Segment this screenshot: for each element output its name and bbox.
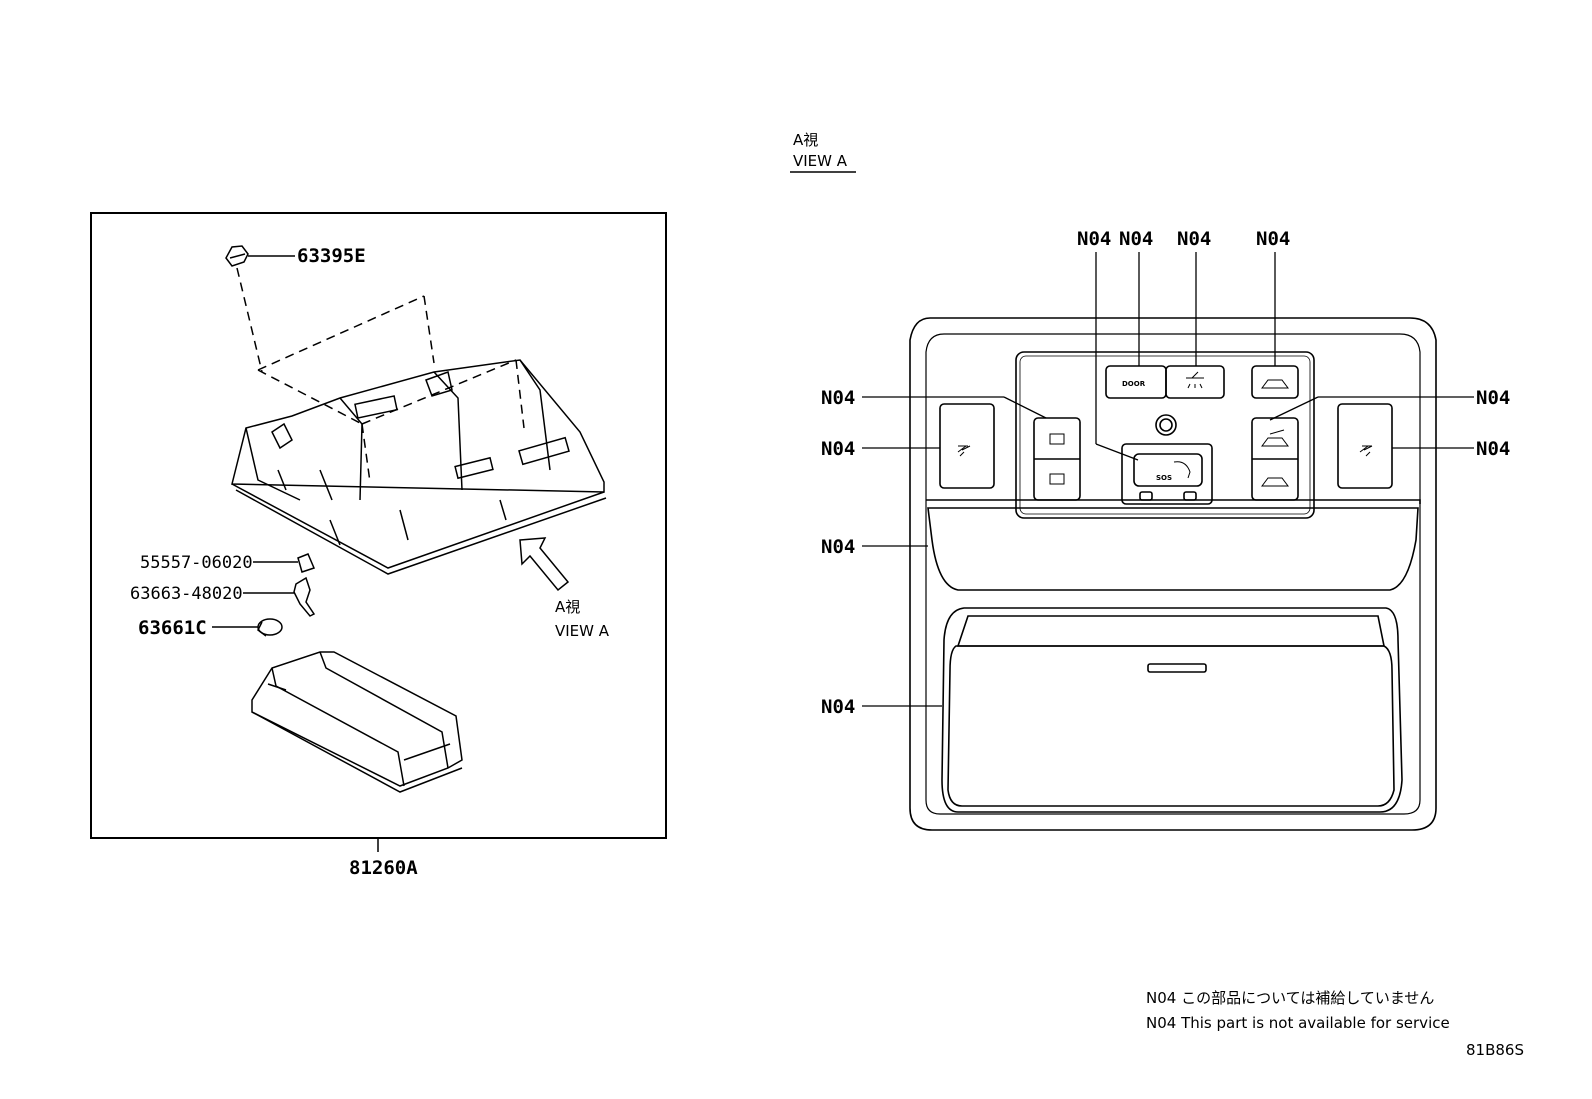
lens-cover — [251, 651, 463, 793]
callout-n04[interactable]: N04 — [1077, 228, 1111, 250]
car-icon — [1261, 429, 1289, 447]
room-lamp-button[interactable] — [1165, 365, 1225, 399]
right-map-lamp-switch[interactable] — [1337, 403, 1393, 489]
part-number-55557-06020[interactable]: 55557-06020 — [140, 553, 253, 573]
figure-code: 81B86S — [1466, 1041, 1524, 1059]
part-number-63395E[interactable]: 63395E — [297, 245, 366, 267]
callout-n04[interactable]: N04 — [821, 536, 855, 558]
callout-n04[interactable]: N04 — [1256, 228, 1290, 250]
assembly-number[interactable]: 81260A — [349, 857, 418, 879]
garage-icon — [1049, 433, 1065, 445]
note-japanese: N04 この部品については補給していません — [1146, 989, 1434, 1007]
console-housing-outline — [231, 359, 607, 575]
room-lamp-icon — [1186, 371, 1204, 389]
moonroof-tilt-button[interactable] — [1251, 365, 1299, 399]
clip-icon — [225, 245, 249, 267]
sos-button-label: SOS — [1156, 474, 1172, 482]
microphone — [1155, 414, 1177, 436]
callout-n04[interactable]: N04 — [821, 696, 855, 718]
callout-n04[interactable]: N04 — [821, 438, 855, 460]
left-view-label-en: VIEW A — [555, 622, 610, 640]
door-button-label: DOOR — [1122, 380, 1146, 388]
callout-n04[interactable]: N04 — [1119, 228, 1153, 250]
phone-icon — [1173, 461, 1191, 479]
left-map-lamp-switch[interactable] — [939, 403, 995, 489]
dashed-projection — [236, 267, 525, 483]
lamp-icon — [957, 445, 971, 457]
view-a-arrow — [519, 537, 570, 592]
left-view-label-ja: A視 — [555, 598, 580, 616]
view-a-title-ja: A視 — [793, 131, 818, 149]
console-front-view — [862, 252, 1474, 831]
part-number-63661C[interactable]: 63661C — [138, 617, 207, 639]
left-exploded-view — [90, 212, 667, 852]
car-icon — [1261, 477, 1289, 487]
lamp-icon — [1359, 445, 1373, 457]
sos-button[interactable] — [1133, 453, 1203, 487]
part-number-63663-48020[interactable]: 63663-48020 — [130, 584, 243, 604]
moonroof-icon — [1261, 379, 1289, 389]
callout-n04[interactable]: N04 — [1476, 387, 1510, 409]
callout-n04[interactable]: N04 — [821, 387, 855, 409]
callout-leaders — [862, 252, 1474, 707]
callout-n04[interactable]: N04 — [1177, 228, 1211, 250]
view-a-title-en: VIEW A — [793, 152, 848, 170]
callout-n04[interactable]: N04 — [1476, 438, 1510, 460]
garage-icon — [1049, 473, 1065, 485]
button-icons — [957, 371, 1373, 487]
storage-latch[interactable] — [1147, 663, 1207, 673]
note-english: N04 This part is not available for servi… — [1146, 1014, 1450, 1032]
callout-labels: N04 N04 N04 N04 N04 N04 N04 N04 N04 N04 — [821, 228, 1510, 718]
small-parts — [212, 553, 316, 637]
